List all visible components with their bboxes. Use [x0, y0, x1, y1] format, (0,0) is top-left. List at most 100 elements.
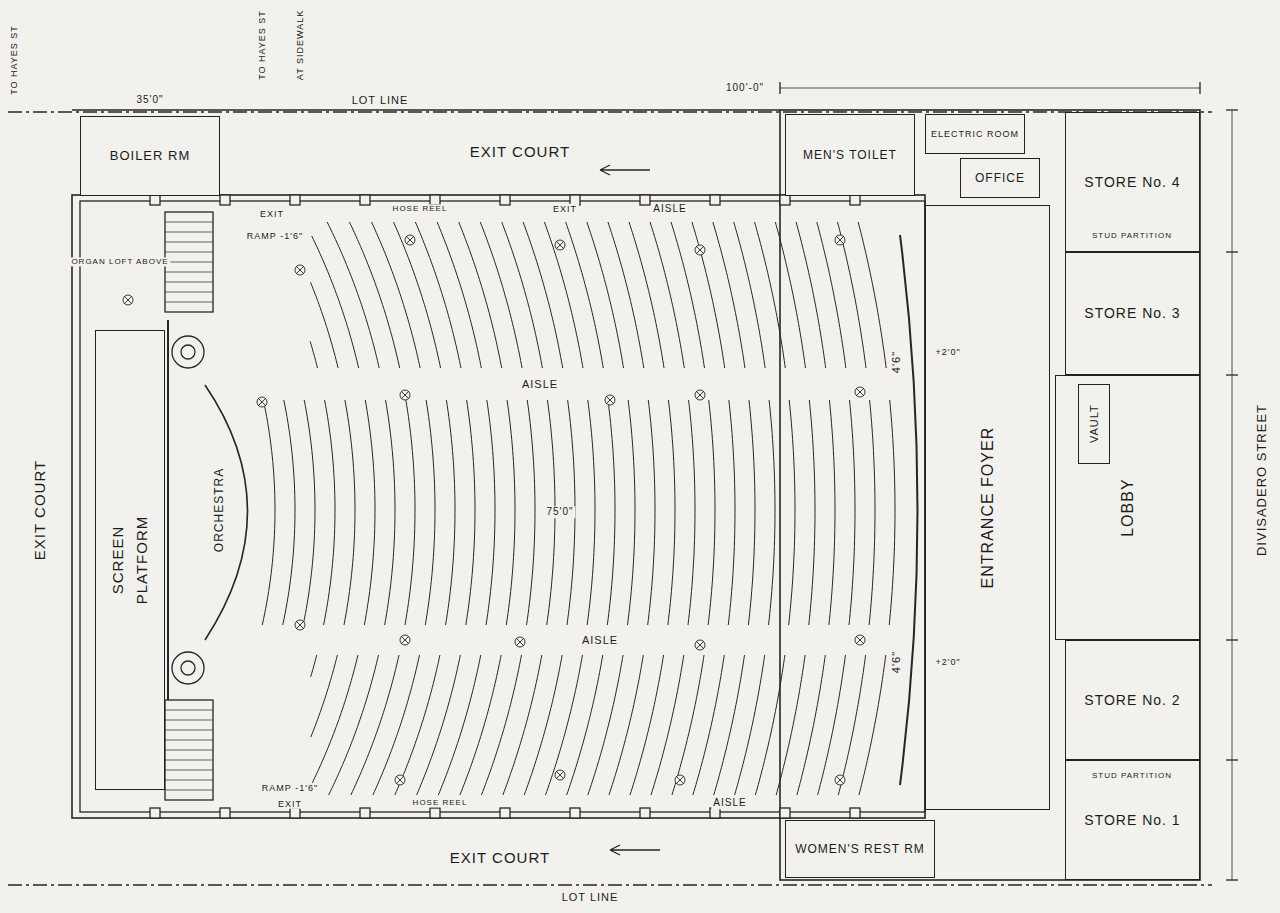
- plan-label: TO HAYES ST: [9, 23, 19, 97]
- plan-label: AISLE: [580, 634, 620, 647]
- seat-row: [627, 400, 635, 625]
- room-name: STORE No. 3: [1084, 305, 1180, 322]
- lot-line: [8, 111, 1212, 112]
- fixture-cross: [516, 638, 524, 646]
- auditorium-wall: [72, 195, 925, 818]
- fixture-ring: [400, 635, 410, 645]
- seat-row: [373, 655, 420, 795]
- seat-row: [460, 655, 501, 795]
- stair-turret: [181, 345, 195, 359]
- seat-row: [775, 222, 805, 368]
- fixture-cross: [606, 396, 614, 404]
- fixture-ring: [395, 775, 405, 785]
- fixture-cross: [401, 636, 409, 644]
- pilaster: [570, 808, 580, 818]
- room-name: LOBBY: [1118, 478, 1137, 536]
- light-fixture: [257, 397, 267, 407]
- room-box: ELECTRIC ROOM: [925, 114, 1025, 154]
- room-box: STORE No. 3: [1065, 252, 1200, 375]
- stair-tread: [165, 242, 213, 243]
- seat-row: [324, 400, 335, 625]
- plan-label: TO HAYES ST: [257, 8, 267, 82]
- plan-label: EXIT COURT: [468, 143, 572, 160]
- seat-row: [668, 400, 675, 625]
- seat-row: [735, 655, 765, 795]
- plan-label: 75'0": [544, 506, 575, 518]
- room-text-group: STORE No. 1: [1084, 811, 1180, 830]
- seat-row: [671, 222, 704, 368]
- fixture-cross: [296, 621, 304, 629]
- stair-turret: [172, 652, 204, 684]
- seat-row: [311, 655, 317, 677]
- pilaster: [500, 195, 510, 205]
- room-box: WOMEN'S REST RM: [785, 820, 935, 878]
- light-fixture: [295, 620, 305, 630]
- room-name: OFFICE: [975, 171, 1025, 185]
- seat-row: [415, 222, 461, 368]
- room-name: BOILER RM: [110, 148, 191, 164]
- seat-row: [650, 222, 684, 368]
- light-fixture: [395, 775, 405, 785]
- fixture-cross: [836, 776, 844, 784]
- fixture-cross: [406, 236, 414, 244]
- fixture-cross: [296, 266, 304, 274]
- light-fixture: [675, 775, 685, 785]
- fixture-ring: [295, 265, 305, 275]
- seat-row: [776, 655, 805, 795]
- fixture-cross: [836, 236, 844, 244]
- room-text-group: BOILER RM: [110, 147, 191, 165]
- fixture-cross: [606, 396, 614, 404]
- fixture-cross: [696, 391, 704, 399]
- seat-row: [395, 655, 440, 795]
- seat-row: [329, 655, 379, 795]
- stair-tread: [165, 740, 213, 741]
- direction-arrow: [610, 845, 660, 855]
- fixture-ring: [515, 637, 525, 647]
- plan-label: EXIT: [551, 204, 579, 214]
- seat-row: [688, 400, 695, 625]
- fixture-cross: [696, 246, 704, 254]
- standee-rail: [900, 235, 918, 785]
- seat-row: [818, 655, 846, 795]
- pilaster: [850, 195, 860, 205]
- dimension-tick: [1226, 759, 1238, 760]
- screen-line: [167, 320, 169, 700]
- plan-label: EXIT: [276, 799, 304, 809]
- light-fixture: [855, 387, 865, 397]
- pilaster: [710, 195, 720, 205]
- dimension-tick: [779, 82, 780, 94]
- stair-tread: [165, 770, 213, 771]
- seat-row: [310, 282, 338, 368]
- stair-tread: [165, 272, 213, 273]
- fixture-cross: [856, 388, 864, 396]
- seat-row: [385, 400, 395, 625]
- fixture-cross: [258, 398, 266, 406]
- stair-tread: [165, 262, 213, 263]
- dimension-tick: [1226, 639, 1238, 640]
- fixture-ring: [555, 240, 565, 250]
- seat-row: [349, 222, 399, 368]
- seat-row: [714, 655, 745, 795]
- room-name: STORE No. 2: [1084, 692, 1180, 709]
- fixture-cross: [836, 236, 844, 244]
- seat-row: [364, 400, 375, 625]
- plan-label: RAMP -1'6": [245, 231, 305, 241]
- pilaster: [290, 195, 300, 205]
- seat-row: [344, 400, 355, 625]
- seat-row: [838, 655, 865, 795]
- seat-row: [567, 655, 603, 795]
- light-fixture: [605, 395, 615, 405]
- stair-tread: [165, 760, 213, 761]
- stair-tread: [165, 222, 213, 223]
- light-fixture: [835, 235, 845, 245]
- fixture-cross: [556, 771, 564, 779]
- seat-row: [587, 222, 624, 368]
- seat-row: [809, 400, 815, 625]
- seat-row: [692, 222, 725, 368]
- fixture-cross: [406, 236, 414, 244]
- seat-row: [310, 341, 317, 368]
- seat-row: [486, 400, 495, 625]
- seat-row: [438, 655, 480, 795]
- dimension-tick: [1199, 82, 1200, 94]
- seat-row: [708, 400, 715, 625]
